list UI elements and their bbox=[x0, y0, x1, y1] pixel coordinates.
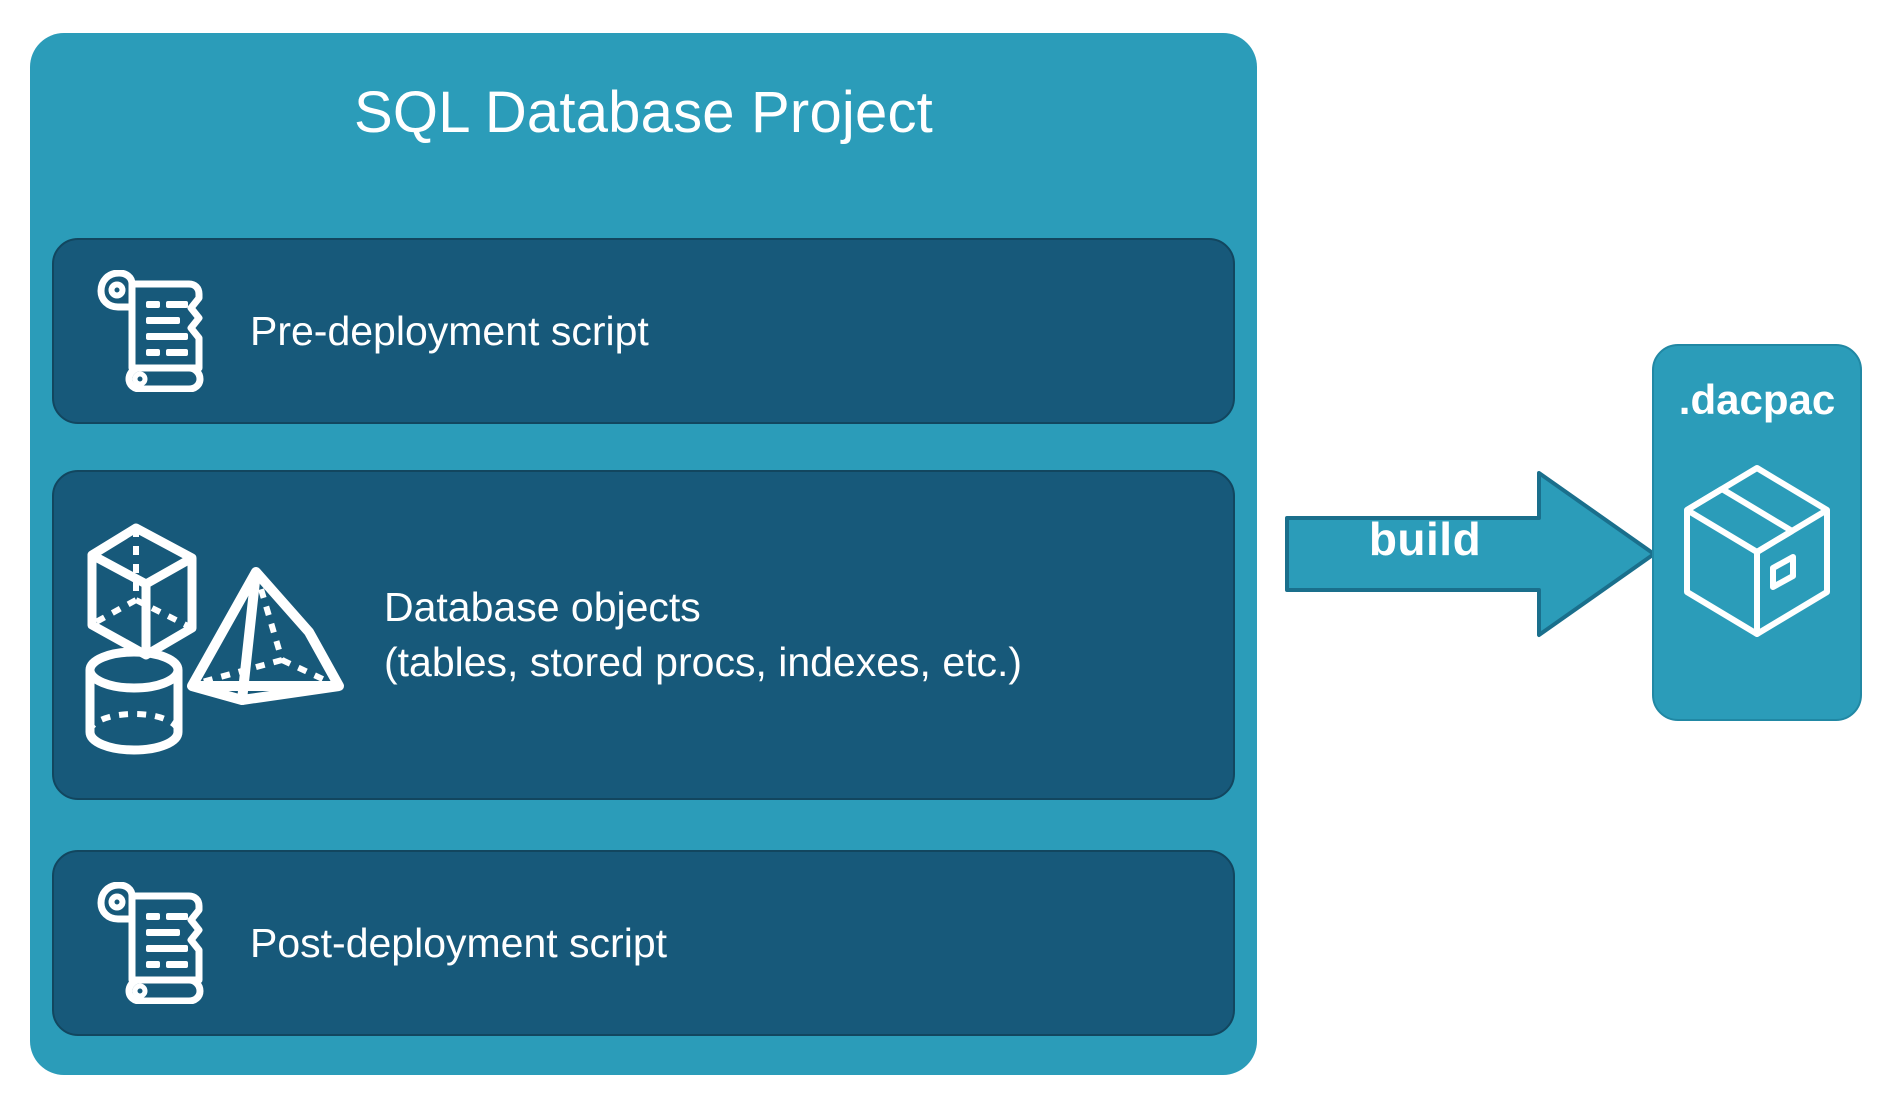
card-label-database-objects: Database objects (tables, stored procs, … bbox=[384, 584, 1023, 685]
cylinder-icon bbox=[85, 647, 183, 755]
card-post-deployment-script: Post-deployment script bbox=[52, 850, 1235, 1036]
sql-database-project-container: SQL Database Project Pre-deplo bbox=[30, 33, 1257, 1075]
scroll-icon bbox=[54, 882, 250, 1004]
pyramid-icon bbox=[187, 567, 344, 705]
database-objects-icon-group bbox=[54, 510, 384, 760]
dacpac-label: .dacpac bbox=[1678, 376, 1836, 423]
card-pre-deployment-script: Pre-deployment script bbox=[52, 238, 1235, 424]
scroll-icon bbox=[54, 270, 250, 392]
card-label-post-deployment: Post-deployment script bbox=[250, 919, 668, 966]
dacpac-output-box: .dacpac bbox=[1652, 344, 1862, 721]
package-box-icon bbox=[1681, 452, 1833, 648]
card-label-pre-deployment: Pre-deployment script bbox=[250, 307, 649, 354]
card-database-objects: Database objects (tables, stored procs, … bbox=[52, 470, 1235, 800]
cube-icon bbox=[87, 523, 197, 660]
build-arrow-icon bbox=[1285, 470, 1657, 638]
page-title: SQL Database Project bbox=[354, 80, 933, 145]
